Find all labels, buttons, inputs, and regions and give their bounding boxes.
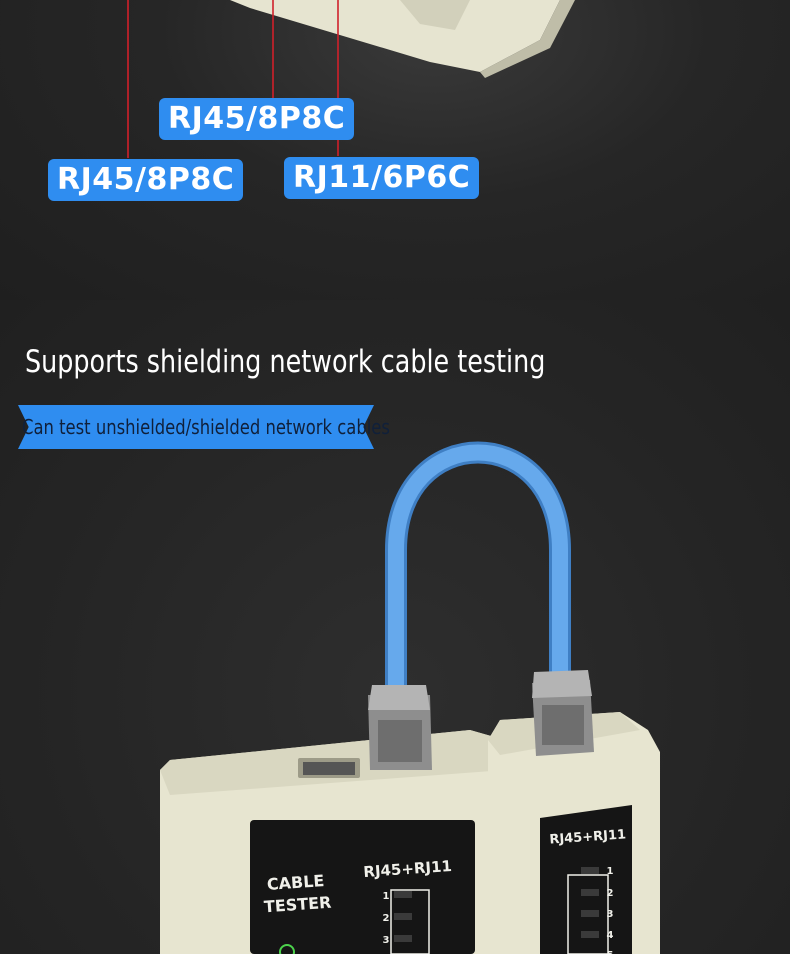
remote-unit-port-label: RJ45+RJ11 xyxy=(549,827,627,847)
feature-ribbon xyxy=(18,405,374,449)
main-unit-title-line2: TESTER xyxy=(263,893,332,917)
main-led-number-2: 2 xyxy=(383,913,390,924)
ports-closeup-section: RJ45/8P8C RJ45/8P8C RJ11/6P6C xyxy=(0,0,790,300)
remote-led-number-3: 3 xyxy=(607,909,614,920)
main-led-2 xyxy=(394,913,412,920)
remote-led-3 xyxy=(581,910,599,917)
remote-led-1 xyxy=(581,867,599,874)
main-unit-title-line1: CABLE xyxy=(266,871,325,894)
shielding-feature-section: CABLE TESTER RJ45+RJ11 1 2 3 RJ45+RJ11 1… xyxy=(0,300,790,954)
patch-cable xyxy=(388,444,568,708)
main-led-1 xyxy=(394,891,412,898)
main-plug-boot xyxy=(368,685,430,710)
main-led-number-3: 3 xyxy=(383,935,390,946)
main-led-number-1: 1 xyxy=(383,891,390,902)
remote-led-number-1: 1 xyxy=(607,866,614,877)
remote-plug-boot xyxy=(532,670,592,698)
device-body-corner xyxy=(230,0,560,72)
main-plug-latch xyxy=(378,720,422,762)
port-opening xyxy=(400,0,470,30)
remote-led-number-2: 2 xyxy=(607,888,614,899)
rj11-port-opening xyxy=(303,762,355,775)
rj45-left-callout: RJ45/8P8C xyxy=(48,159,244,201)
main-unit-panel xyxy=(250,820,475,954)
remote-unit-panel xyxy=(540,805,632,954)
cable-tester-illustration: CABLE TESTER RJ45+RJ11 1 2 3 RJ45+RJ11 1… xyxy=(160,441,660,954)
feature-subheading: Can test unshielded/shielded network cab… xyxy=(22,415,390,439)
remote-plug-latch xyxy=(542,705,584,745)
device-body-edge xyxy=(480,0,575,78)
remote-led-number-5: 5 xyxy=(607,950,614,954)
ports-closeup-illustration xyxy=(127,0,575,158)
main-led-bracket xyxy=(390,889,430,954)
feature-heading: Supports shielding network cable testing xyxy=(25,344,546,380)
remote-led-bracket xyxy=(567,874,609,954)
main-led-3 xyxy=(394,935,412,942)
rj11-callout: RJ11/6P6C xyxy=(284,157,480,199)
remote-led-number-4: 4 xyxy=(607,930,614,941)
remote-led-4 xyxy=(581,931,599,938)
rj45-center-callout: RJ45/8P8C xyxy=(159,98,355,140)
remote-led-2 xyxy=(581,889,599,896)
power-led-icon xyxy=(279,944,295,954)
